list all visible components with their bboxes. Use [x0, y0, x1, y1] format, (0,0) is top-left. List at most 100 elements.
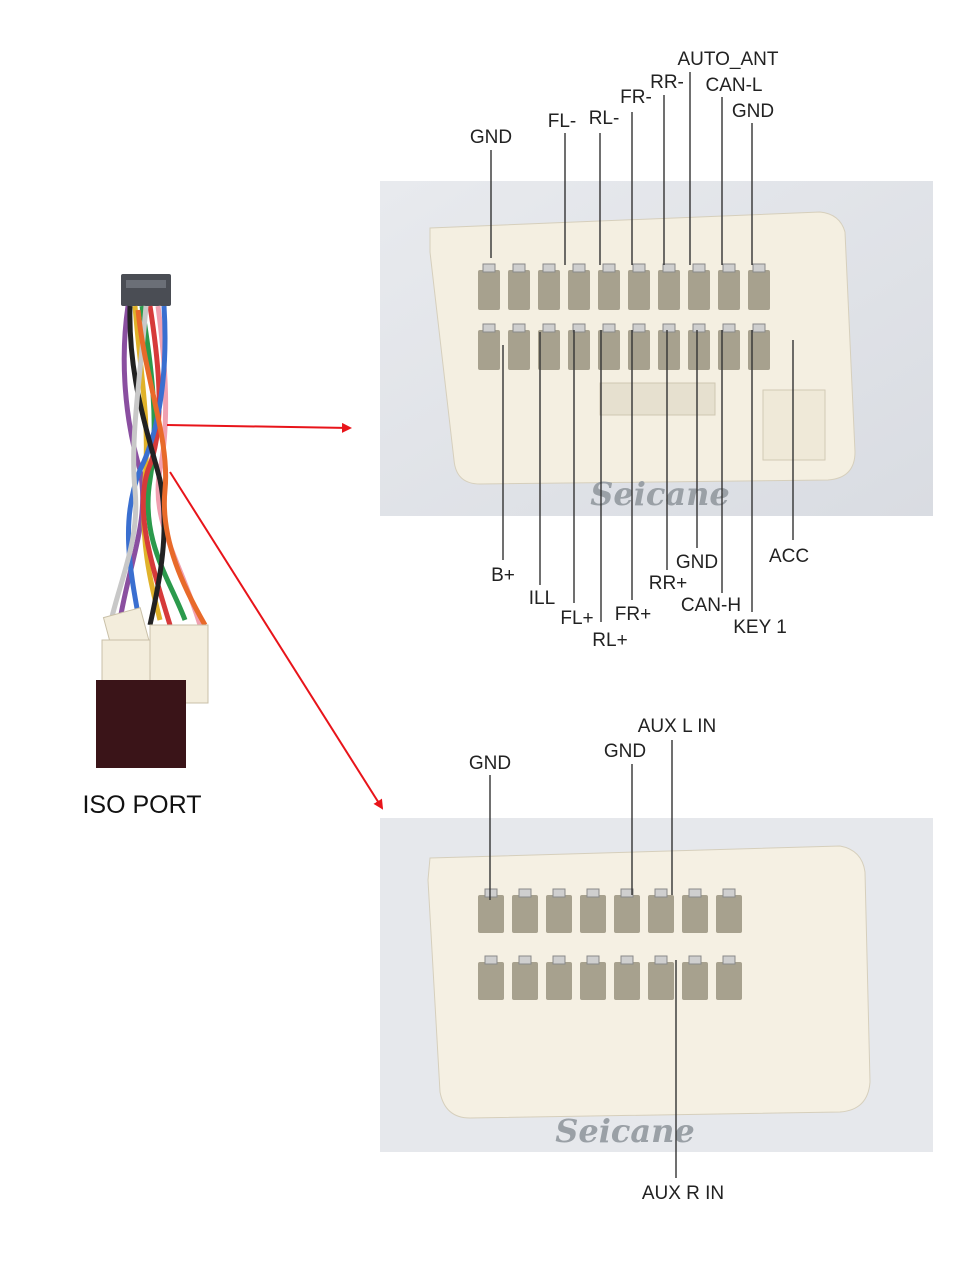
pin-terminal: [654, 955, 668, 965]
bottom-leader-lines: [489, 740, 677, 1178]
pin-cavity: [538, 330, 560, 370]
pin-terminal: [572, 323, 586, 333]
pin-terminal: [482, 323, 496, 333]
label-fr-minus: FR-: [620, 87, 652, 108]
pin-cavity: [508, 270, 530, 310]
iso-port-label: ISO PORT: [82, 791, 201, 819]
pin-terminal: [542, 263, 556, 273]
label-fl-minus: FL-: [548, 111, 577, 132]
pin-terminal: [662, 323, 676, 333]
label-aux-gnd-2: GND: [604, 741, 646, 762]
pin-terminal: [512, 263, 526, 273]
pin-terminal: [692, 323, 706, 333]
pin-terminal: [484, 955, 498, 965]
pin-terminal: [586, 888, 600, 898]
pin-terminal: [722, 888, 736, 898]
pin-cavity: [568, 330, 590, 370]
pin-terminal: [688, 955, 702, 965]
label-rr-minus: RR-: [650, 72, 684, 93]
pin-cavity: [478, 270, 500, 310]
label-key-1: KEY 1: [733, 617, 787, 638]
watermark-bottom: Seicane: [555, 1112, 694, 1150]
pin-terminal: [662, 263, 676, 273]
pin-cavity: [718, 330, 740, 370]
pin-cavity: [614, 895, 640, 933]
pin-cavity: [628, 330, 650, 370]
pin-cavity: [478, 895, 504, 933]
pin-terminal: [752, 323, 766, 333]
label-can-h: CAN-H: [681, 595, 741, 616]
label-aux-gnd-1: GND: [469, 753, 511, 774]
pin-terminal: [722, 263, 736, 273]
pin-terminal: [752, 263, 766, 273]
label-can-l: CAN-L: [705, 75, 762, 96]
arrow-to-main-connector: [166, 422, 352, 433]
label-gnd-2: GND: [732, 101, 774, 122]
label-b-plus: B+: [491, 565, 515, 586]
pin-terminal: [586, 955, 600, 965]
pin-cavity: [580, 962, 606, 1000]
pin-cavity: [628, 270, 650, 310]
pin-cavity: [512, 895, 538, 933]
pin-terminal: [572, 263, 586, 273]
pin-terminal: [518, 888, 532, 898]
pin-cavity: [508, 330, 530, 370]
label-auto-ant: AUTO_ANT: [677, 49, 778, 70]
pin-cavity: [546, 895, 572, 933]
pin-cavity: [568, 270, 590, 310]
pin-terminal: [722, 955, 736, 965]
label-fr-plus: FR+: [615, 604, 651, 625]
pin-terminal: [620, 955, 634, 965]
label-rl-plus: RL+: [592, 630, 627, 651]
pin-cavity: [580, 895, 606, 933]
pin-terminal: [620, 888, 634, 898]
pin-cavity: [478, 962, 504, 1000]
pin-cavity: [716, 962, 742, 1000]
pin-cavity: [718, 270, 740, 310]
pin-cavity: [614, 962, 640, 1000]
pin-terminal: [518, 955, 532, 965]
pin-cavity: [658, 330, 680, 370]
pin-cavity: [658, 270, 680, 310]
label-aux-l-in: AUX L IN: [638, 716, 717, 737]
pin-cavity: [688, 270, 710, 310]
pin-cavity: [512, 962, 538, 1000]
label-gnd-1: GND: [470, 127, 512, 148]
pin-terminal: [654, 888, 668, 898]
pin-cavity: [478, 330, 500, 370]
main-connector-photo: [380, 181, 933, 516]
pin-terminal: [602, 323, 616, 333]
pin-terminal: [602, 263, 616, 273]
pin-terminal: [632, 323, 646, 333]
top-leader-lines: [490, 72, 794, 622]
pin-cavity: [748, 270, 770, 310]
label-rr-plus: RR+: [649, 573, 688, 594]
label-acc: ACC: [769, 546, 809, 567]
pin-cavity: [598, 330, 620, 370]
pin-cavity: [682, 962, 708, 1000]
pin-terminal: [484, 888, 498, 898]
label-gnd-3: GND: [676, 552, 718, 573]
pin-terminal: [482, 263, 496, 273]
pin-terminal: [552, 888, 566, 898]
pin-cavity: [598, 270, 620, 310]
pin-cavity: [648, 895, 674, 933]
label-ill: ILL: [529, 588, 555, 609]
pin-cavity: [648, 962, 674, 1000]
pin-terminal: [692, 263, 706, 273]
label-rl-minus: RL-: [589, 108, 620, 129]
pin-cavity: [682, 895, 708, 933]
pin-cavity: [538, 270, 560, 310]
label-aux-r-in: AUX R IN: [642, 1183, 724, 1204]
watermark-top: Seicane: [590, 475, 729, 513]
pin-cavity: [716, 895, 742, 933]
pin-cavity: [688, 330, 710, 370]
aux-connector-photo: [380, 818, 933, 1152]
iso-harness-photo: [96, 274, 209, 768]
pin-terminal: [722, 323, 736, 333]
pin-terminal: [632, 263, 646, 273]
pin-cavity: [748, 330, 770, 370]
label-fl-plus: FL+: [560, 608, 593, 629]
pin-terminal: [542, 323, 556, 333]
